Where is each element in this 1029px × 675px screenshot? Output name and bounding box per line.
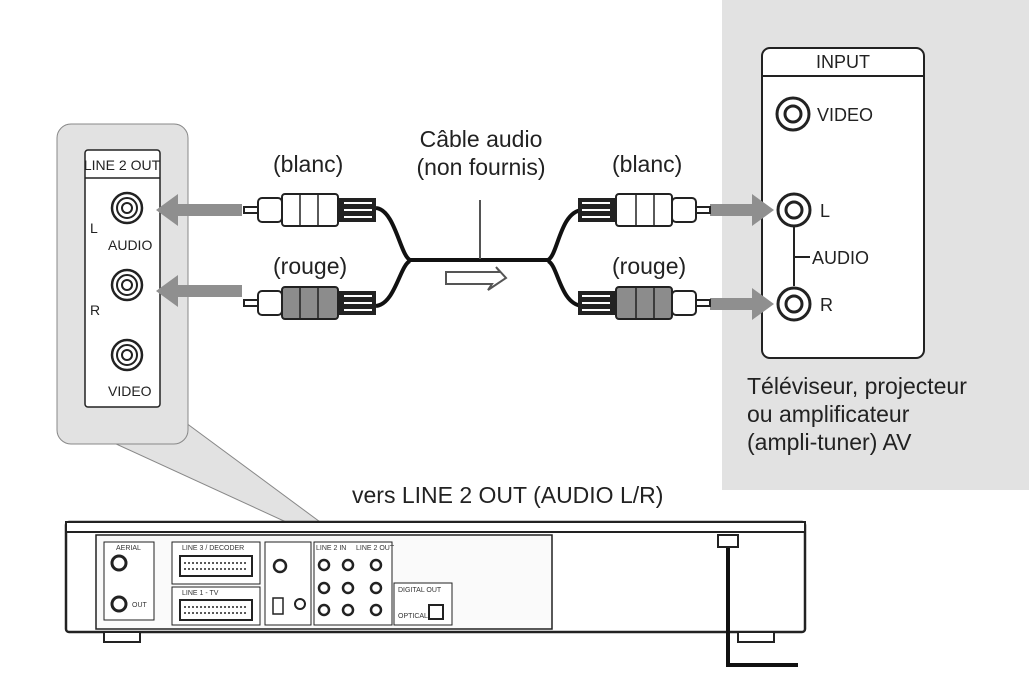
rear-jack-5-icon (341, 581, 355, 595)
tv-side-area: INPUT VIDEO L AUDIO R Téléviseur, projec… (722, 0, 1029, 490)
plug-right-white-icon (578, 193, 711, 227)
line1-scart-label: LINE 1 - TV (182, 590, 219, 597)
rear-jack-7-icon (369, 558, 383, 572)
tv-device-line-1: Téléviseur, projecteur (747, 373, 967, 399)
aerial-in-jack-icon (110, 554, 128, 572)
optical-label: OPTICAL (398, 613, 428, 620)
rear-jack-3-icon (317, 603, 331, 617)
line2-in-label: LINE 2 IN (316, 545, 346, 552)
tv-audio-r-jack-icon (776, 286, 812, 322)
selector-switch-icon (272, 597, 284, 615)
tv-input-title: INPUT (816, 52, 870, 72)
line2-video-jack-icon (110, 338, 144, 372)
recorder-top-rim (65, 521, 806, 533)
optical-port-icon (428, 604, 444, 620)
rear-jack-1-icon (317, 558, 331, 572)
line2-audio-r-jack-icon (110, 268, 144, 302)
cable-label-2: (non fournis) (416, 154, 545, 180)
cable-label-1: Câble audio (420, 126, 543, 152)
tv-device-line-3: (ampli-tuner) AV (747, 429, 912, 455)
arrow-to-tv-r-icon (710, 288, 774, 320)
tv-audio-label: AUDIO (812, 248, 869, 268)
line3-scart-connector-icon (179, 555, 253, 577)
rear-jack-9-icon (369, 603, 383, 617)
recorder-left-foot (103, 631, 141, 643)
cable-wires (375, 206, 583, 308)
power-inlet-icon (717, 534, 739, 548)
line2-audio-label: AUDIO (108, 237, 152, 253)
line2-r-label: R (90, 302, 100, 318)
recorder-zoom-area: LINE 2 OUT L AUDIO R VIDEO (56, 123, 337, 534)
line2-out-rear-label: LINE 2 OUT (356, 545, 395, 552)
plug-right-white-label: (blanc) (612, 151, 682, 177)
tv-r-label: R (820, 295, 833, 315)
rear-jack-8-icon (369, 581, 383, 595)
plug-left-red-label: (rouge) (273, 253, 347, 279)
aerial-in-label: AERIAL (116, 545, 141, 552)
plug-left-red-icon (243, 286, 376, 320)
line2-l-label: L (90, 220, 98, 236)
arrow-to-recorder-l-icon (156, 194, 242, 226)
line2-out-title: LINE 2 OUT (84, 157, 161, 173)
line3-scart-label: LINE 3 / DECODER (182, 545, 244, 552)
recorder-rear-view: AERIAL OUT LINE 3 / DECODER LINE 1 - TV … (64, 520, 807, 667)
tv-video-label: VIDEO (817, 105, 873, 125)
plug-left-white-label: (blanc) (273, 151, 343, 177)
rear-jack-6-icon (341, 603, 355, 617)
tv-audio-bracket (793, 226, 810, 286)
audio-cable: Câble audio (non fournis) (375, 126, 583, 308)
cable-direction-icon (445, 266, 508, 291)
plug-left-white-icon (243, 193, 376, 227)
svideo-block (264, 541, 312, 626)
recorder-right-foot (737, 631, 775, 643)
aerial-out-label: OUT (132, 602, 148, 609)
plug-right-red-icon (578, 286, 711, 320)
tv-device-line-2: ou amplificateur (747, 401, 910, 427)
signal-arrows (156, 194, 774, 320)
rear-jack-2-icon (317, 581, 331, 595)
svideo-jack-icon (272, 558, 288, 574)
line1-scart-connector-icon (179, 599, 253, 621)
aerial-out-jack-icon (110, 595, 128, 613)
tv-video-jack-icon (775, 96, 811, 132)
digital-out-label: DIGITAL OUT (398, 587, 442, 594)
tv-l-label: L (820, 201, 830, 221)
plug-right-red-label: (rouge) (612, 253, 686, 279)
line2-video-label: VIDEO (108, 383, 152, 399)
connection-label: vers LINE 2 OUT (AUDIO L/R) (352, 482, 663, 508)
line2-audio-l-jack-icon (110, 191, 144, 225)
power-cord (726, 538, 798, 667)
arrow-to-tv-l-icon (710, 194, 774, 226)
svideo-jack-2-icon (294, 598, 306, 610)
tv-audio-l-jack-icon (776, 192, 812, 228)
rear-jack-4-icon (341, 558, 355, 572)
arrow-to-recorder-r-icon (156, 275, 242, 307)
